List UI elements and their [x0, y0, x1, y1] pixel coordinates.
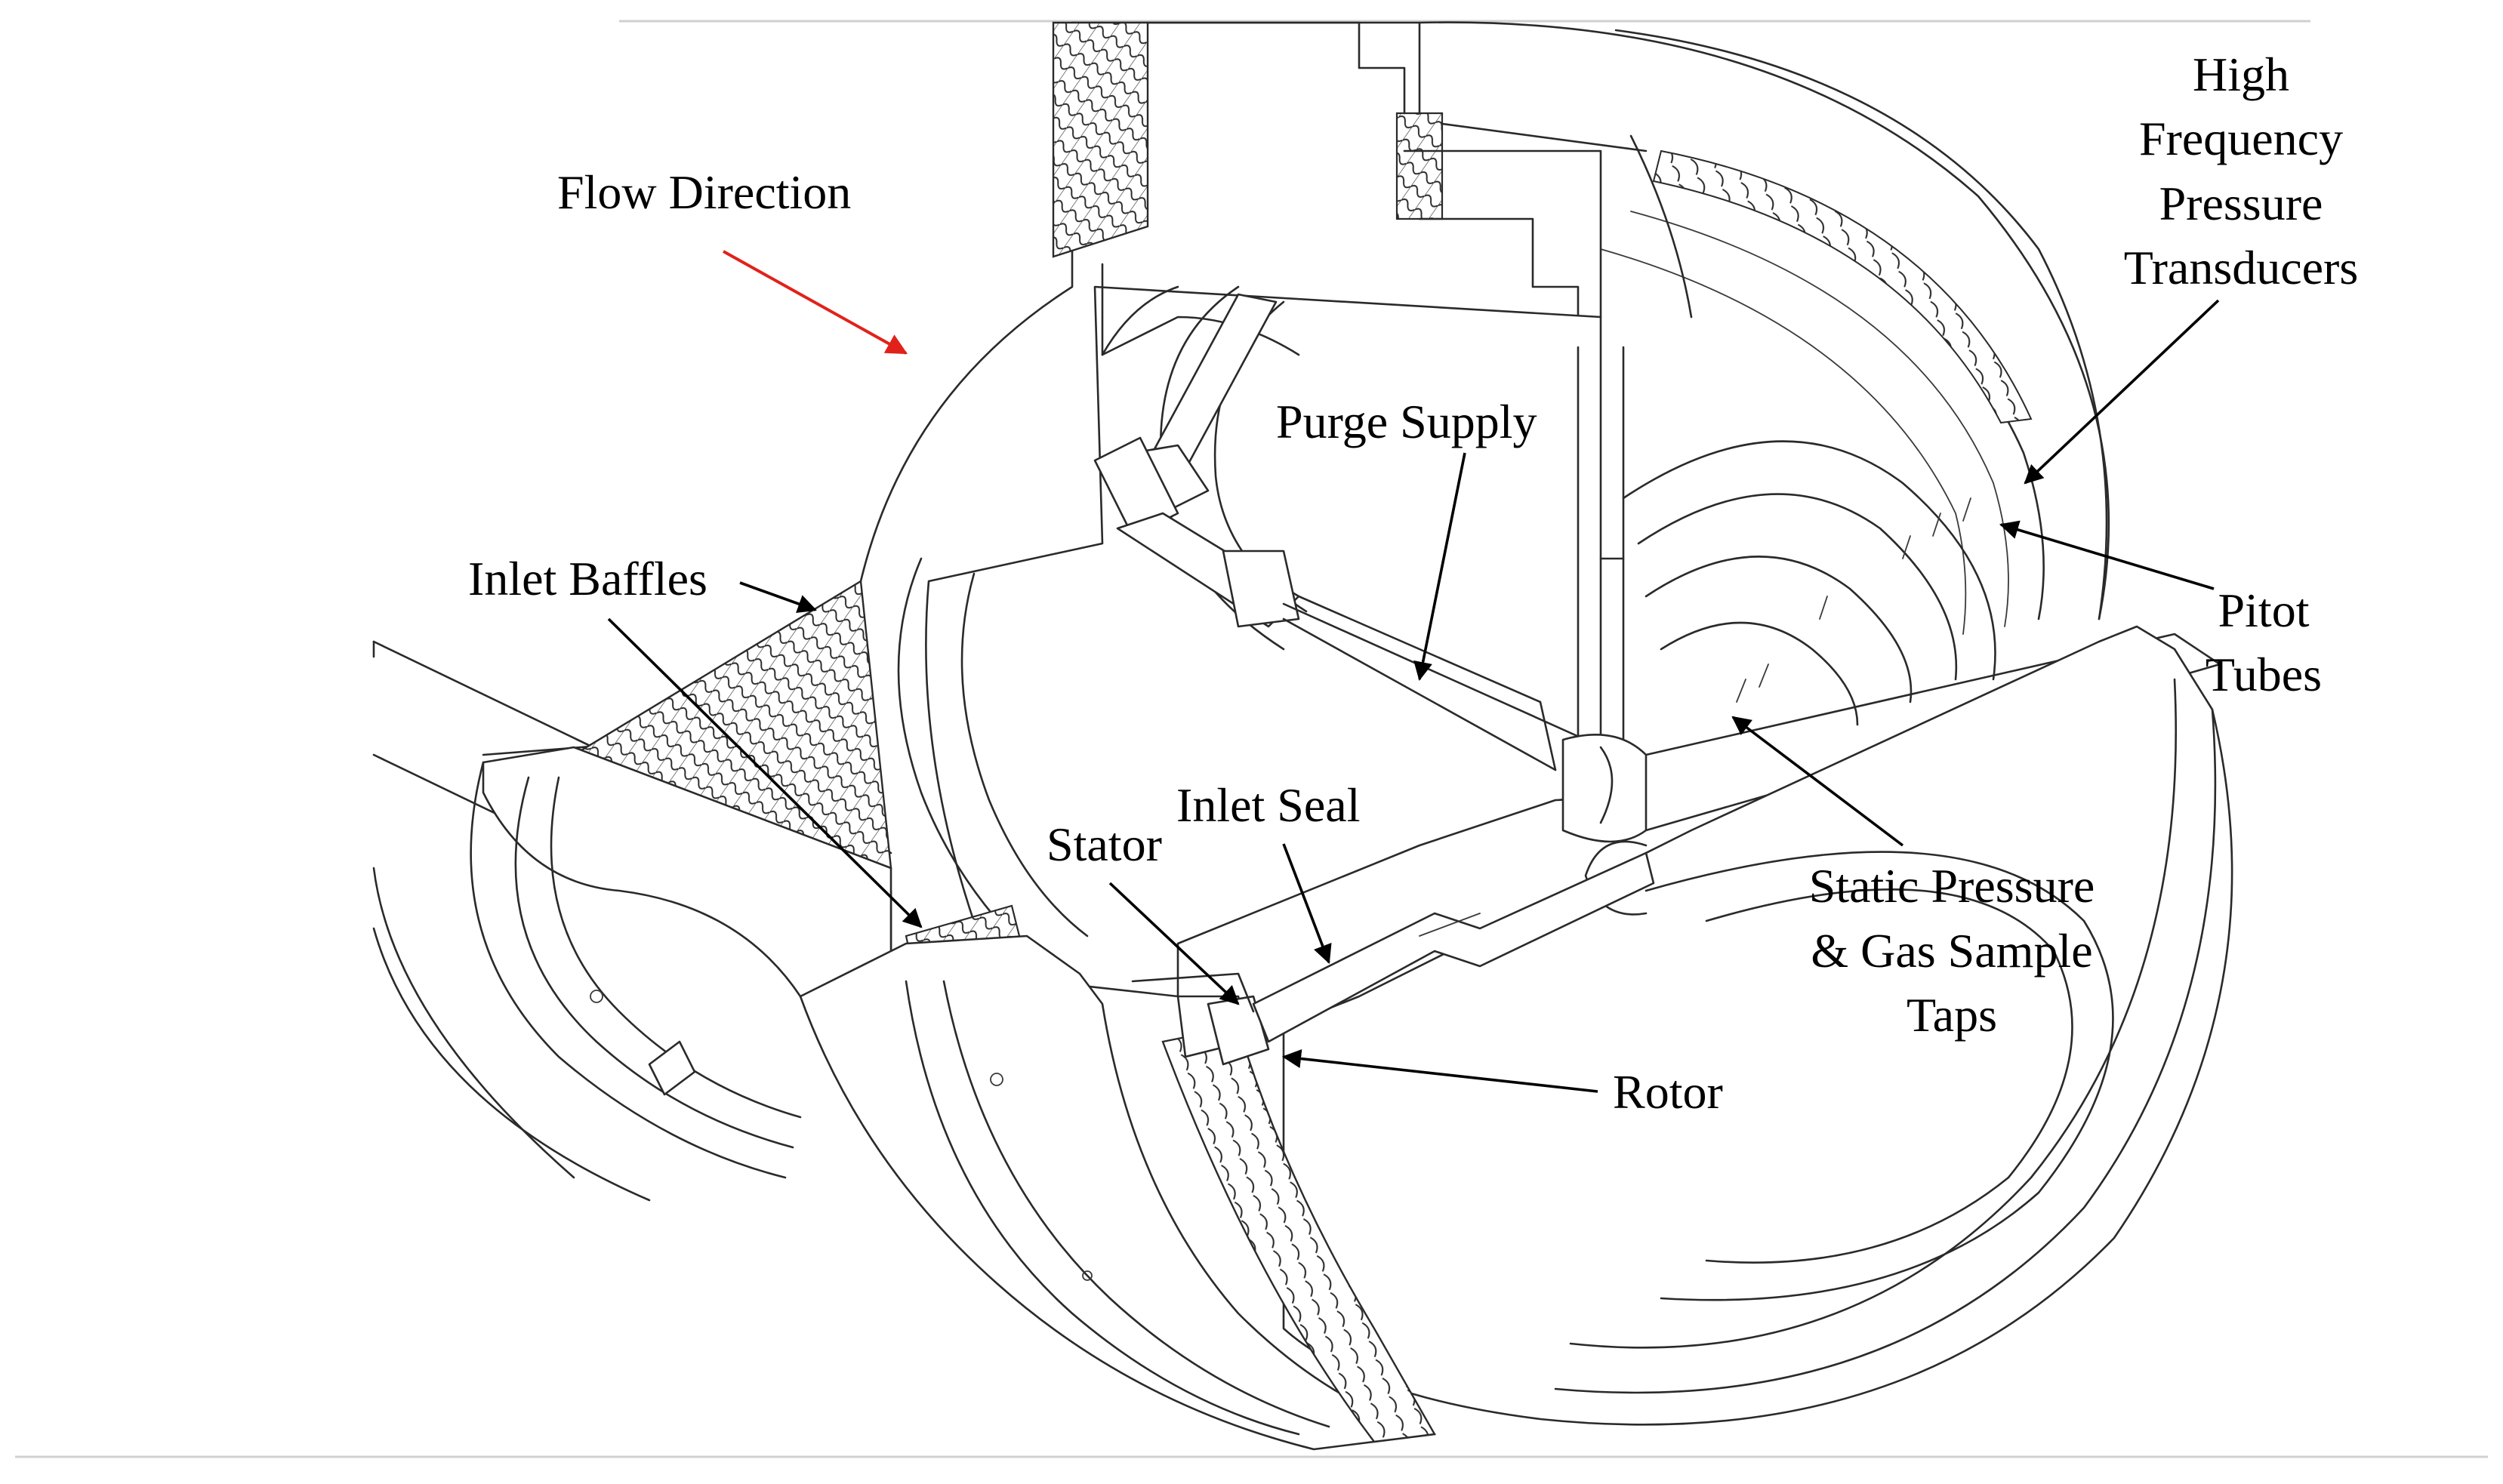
inlet-baffles-callout-arrow-1: [739, 581, 817, 614]
static-line-3: Taps: [1907, 988, 1997, 1042]
section-face: [897, 263, 1625, 998]
inlet-ring-left: [470, 746, 892, 1179]
purge-supply-label: Purge Supply: [1276, 395, 1537, 448]
pitot-line-1: Pitot: [2218, 583, 2310, 637]
upper-blade-row: [1652, 149, 2033, 424]
rig-drawing: [372, 21, 2233, 1451]
exhaust-casing-front: [1282, 625, 2233, 1426]
hfpt-line-2: Frequency: [2139, 112, 2343, 165]
blade-rows: [1131, 972, 1436, 1443]
flow-direction-label: Flow Direction: [557, 165, 851, 219]
hfpt-line-3: Pressure: [2159, 177, 2323, 230]
pitot-line-2: Tubes: [2206, 648, 2322, 701]
static-pressure-callout-arrow: [1731, 716, 1904, 847]
stator-callout-arrow: [1108, 882, 1240, 1005]
purge-supply-callout-arrow: [1413, 452, 1466, 682]
rotor-label: Rotor: [1613, 1065, 1723, 1119]
high-frequency-pressure-transducers-label: High Frequency Pressure Transducers: [2124, 48, 2359, 294]
hub-disc: [1622, 440, 1996, 726]
inlet-seal-callout-arrow: [1282, 843, 1332, 964]
rotor-callout-arrow: [1281, 1049, 1598, 1093]
static-line-2: & Gas Sample: [1811, 924, 2092, 978]
upper-mesh-block: [1052, 21, 1693, 349]
inlet-seal-block: [1252, 851, 1655, 1043]
purge-supply-tube: [1093, 293, 1587, 771]
pitot-tubes-callout-arrow: [1999, 520, 2215, 590]
static-pressure-gas-sample-taps-label: Static Pressure & Gas Sample Taps: [1809, 859, 2095, 1042]
hfpt-line-1: High: [2193, 48, 2289, 101]
flow-direction-arrow: [723, 250, 908, 355]
inlet-baffles-callout-arrow-2: [607, 617, 923, 928]
hfpt-line-4: Transducers: [2124, 241, 2359, 294]
stator-label: Stator: [1047, 817, 1162, 871]
hfpt-callout-arrow: [2024, 299, 2220, 485]
static-line-1: Static Pressure: [1809, 859, 2095, 913]
inlet-seal-label: Inlet Seal: [1176, 778, 1360, 832]
pitot-tubes-label: Pitot Tubes: [2206, 583, 2322, 701]
inlet-baffles-label: Inlet Baffles: [468, 552, 707, 605]
